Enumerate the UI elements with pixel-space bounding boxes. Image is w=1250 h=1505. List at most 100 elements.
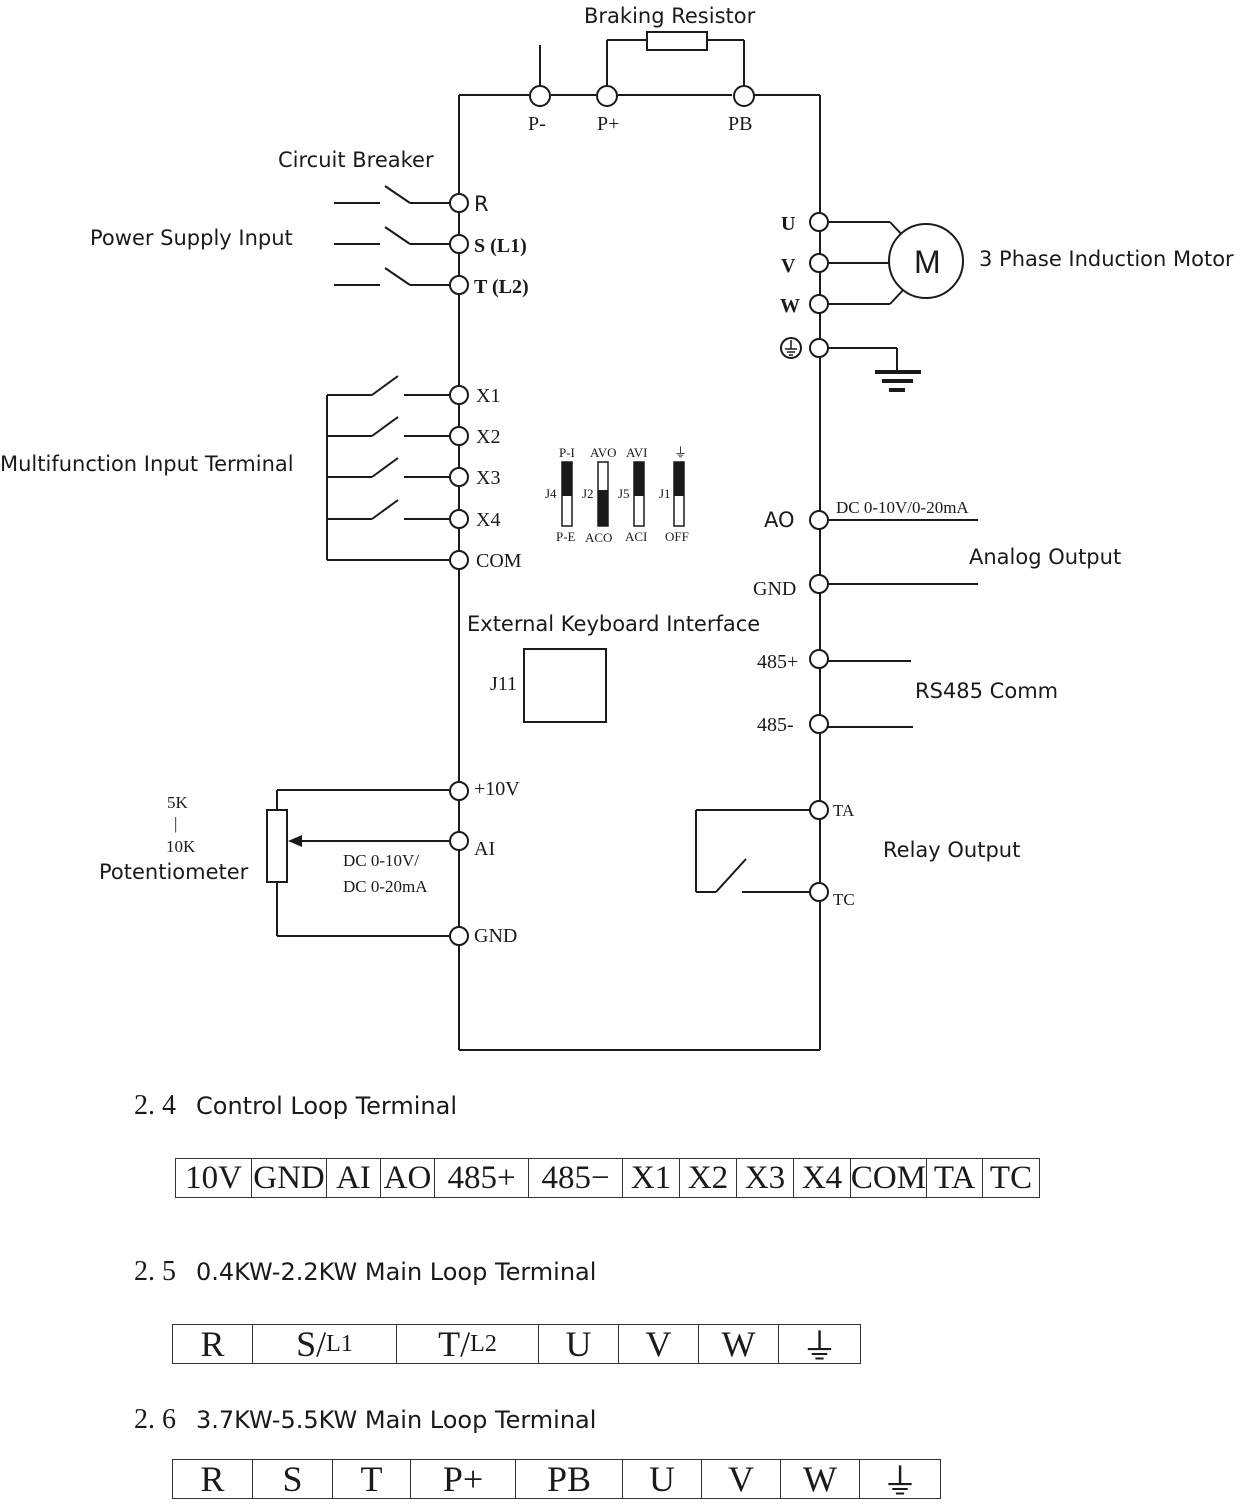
terminal-w [809,294,829,314]
section-2-6-number: 2. 6 [134,1404,176,1435]
terminal-rs485-plus-label: 485+ [757,651,798,673]
jumper-name-4: J1 [659,486,671,501]
terminal-gnd-left [449,926,469,946]
terminal-ta [809,800,829,820]
terminal-p-plus [596,85,618,107]
jumper-block: P-I AVO AVI ⏚ J4 J2 J5 J1 P-E ACO ACI OF… [545,445,689,545]
terminal-cell-earth: ⏚ [801,1327,838,1367]
terminal-x3 [449,467,469,487]
terminal-r-label: R [474,192,489,216]
terminal-cell-x1: X1 [623,1159,680,1197]
motor-symbol-label: M [914,244,941,280]
ai-range-2: DC 0-20mA [343,877,428,896]
terminal-ai-label: AI [474,838,495,860]
terminal-s-label: S (L1) [474,235,527,257]
terminal-tc-label: TC [833,890,855,909]
pot-5k-label: 5K [167,793,189,812]
earth-ground-icon [875,370,921,392]
terminal-cell-l1-text: L1 [326,1330,353,1357]
terminal-ta-label: TA [833,801,855,820]
terminal-gnd-right [809,574,829,594]
terminal-cell-t-l2: T/L2 [397,1324,539,1364]
terminal-x4 [449,509,469,529]
potentiometer-symbol [266,809,288,883]
terminal-cell-r: R [173,1324,253,1364]
terminal-x1 [449,385,469,405]
section-2-4-number: 2. 4 [134,1090,176,1121]
power-supply-input-label: Power Supply Input [90,226,293,250]
terminal-r [449,193,469,213]
main-loop-terminal-table-small: R S/L1 T/L2 U V W ⏚ [172,1324,861,1367]
terminal-plus10v [449,781,469,801]
terminal-earth [809,338,829,358]
terminal-com [449,550,469,570]
terminal-t-label: T (L2) [474,276,529,298]
potentiometer-label: Potentiometer [99,860,249,884]
external-keyboard-label: External Keyboard Interface [467,612,760,636]
braking-resistor-label: Braking Resistor [584,4,756,28]
multifunction-input-circuit: Multifunction Input Terminal X1 X2 X3 X4… [0,375,522,572]
jumper-name-1: J4 [545,486,557,501]
terminal-cell-485minus: 485− [529,1159,623,1197]
terminal-x2-label: X2 [476,426,500,448]
terminal-ao-label: AO [764,508,795,532]
terminal-cell-v: V [619,1324,699,1364]
jumper-bottom-3: ACI [625,529,647,544]
section-2-6-heading: 3.7KW-5.5KW Main Loop Terminal [196,1406,597,1434]
terminal-x4-label: X4 [476,509,500,531]
terminal-p-minus [529,85,551,107]
terminal-cell-w: W [699,1324,779,1364]
terminal-x2 [449,426,469,446]
relay-output-label: Relay Output [883,838,1020,862]
terminal-pb-label: PB [728,113,752,135]
braking-resistor-circuit: Braking Resistor P- P+ PB [528,4,756,135]
jumper-top-3: AVI [626,445,647,460]
motor-symbol [888,223,964,299]
control-loop-terminal-table: 10V GND AI AO 485+ 485− X1 X2 X3 X4 COM … [175,1158,1040,1198]
motor-circuit: U V W M 3 Phase Induction Motor [780,212,1234,392]
keyboard-interface: External Keyboard Interface J11 [467,612,760,723]
potentiometer-circuit: 5K | 10K Potentiometer +10V AI GND DC 0-… [99,778,520,947]
terminal-w-label: W [780,295,800,317]
terminal-cell-ta: TA [927,1159,983,1197]
terminal-gnd-right-label: GND [753,578,796,600]
terminal-x1-label: X1 [476,385,500,407]
multifunction-input-label: Multifunction Input Terminal [0,452,294,476]
rs485-label: RS485 Comm [915,679,1058,703]
jumper-name-3: J5 [618,486,630,501]
terminal-t [449,275,469,295]
section-2-5-number: 2. 5 [134,1256,176,1287]
terminal-gnd-left-label: GND [474,925,517,947]
ao-range-label: DC 0-10V/0-20mA [836,498,969,517]
jumper-name-2: J2 [582,486,594,501]
terminal-cell-tc: TC [989,1159,1033,1196]
braking-resistor-symbol [646,31,708,51]
main-loop-terminal-table-large: R S T P+ PB U V W ⏚ [172,1459,941,1502]
terminal-cell-s-l1: S/L1 [253,1324,397,1364]
ai-range-1: DC 0-10V/ [343,851,419,870]
terminal-cell-com: COM [850,1159,927,1197]
terminal-v-label: V [781,255,796,277]
terminal-cell-ai: AI [327,1159,381,1197]
jumper-bottom-2: ACO [585,530,612,545]
terminal-cell-earth: ⏚ [881,1462,918,1502]
terminal-tc [809,882,829,902]
section-2-4-heading: Control Loop Terminal [196,1092,457,1120]
pot-10k-label: 10K [166,837,196,856]
terminal-cell-x2: X2 [680,1159,737,1197]
terminal-cell-ao: AO [381,1159,435,1197]
terminal-cell-10v: 10V [176,1159,252,1197]
rs485-circuit: 485+ 485- RS485 Comm [757,649,1058,736]
terminal-cell-p-plus: P+ [411,1459,516,1499]
keyboard-connector-label: J11 [490,673,517,695]
terminal-rs485-minus [809,714,829,734]
pot-sep-label: | [174,814,177,833]
terminal-cell-x4: X4 [794,1159,851,1197]
terminal-cell-gnd: GND [252,1159,327,1197]
terminal-x3-label: X3 [476,467,500,489]
terminal-cell-u: U [623,1459,702,1499]
terminal-com-label: COM [476,550,522,572]
motor-label: 3 Phase Induction Motor [979,247,1234,271]
terminal-cell-t: T [333,1459,411,1499]
terminal-cell-l2-text: L2 [470,1330,497,1357]
